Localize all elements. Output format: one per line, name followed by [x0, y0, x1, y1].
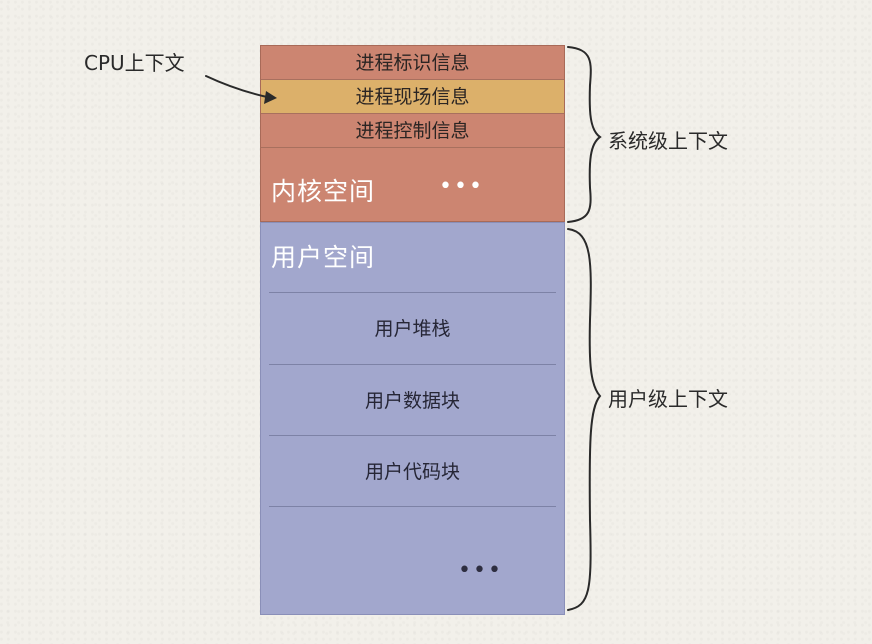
process-id-info-row: 进程标识信息: [261, 46, 564, 80]
user-divider: [269, 292, 556, 293]
kernel-space-block: 进程标识信息 进程现场信息 进程控制信息 内核空间 •••: [260, 45, 565, 222]
user-stack-row: 用户堆栈: [374, 318, 451, 340]
user-divider: [269, 364, 556, 365]
user-context-label: 用户级上下文: [608, 387, 728, 411]
user-code-row: 用户代码块: [364, 461, 460, 483]
user-space-block: 用户空间 用户堆栈 用户数据块 用户代码块 •••: [260, 222, 565, 615]
user-ellipsis: •••: [458, 558, 503, 583]
process-control-info-row: 进程控制信息: [261, 114, 564, 148]
cpu-context-label: CPU上下文: [84, 51, 185, 75]
user-data-row: 用户数据块: [364, 390, 460, 412]
user-divider: [269, 435, 556, 436]
process-context-stack: 进程标识信息 进程现场信息 进程控制信息 内核空间 ••• 用户空间 用户堆栈 …: [260, 45, 565, 615]
user-divider: [269, 506, 556, 507]
kernel-space-label: 内核空间: [271, 177, 376, 206]
system-context-brace: [567, 46, 602, 223]
process-context-info-row: 进程现场信息: [261, 80, 564, 114]
system-context-label: 系统级上下文: [608, 129, 728, 153]
user-space-label: 用户空间: [271, 243, 376, 272]
kernel-ellipsis: •••: [439, 174, 484, 199]
user-context-brace: [567, 228, 602, 611]
cpu-context-arrowhead: [264, 91, 277, 104]
cpu-context-arrow: [205, 75, 268, 98]
